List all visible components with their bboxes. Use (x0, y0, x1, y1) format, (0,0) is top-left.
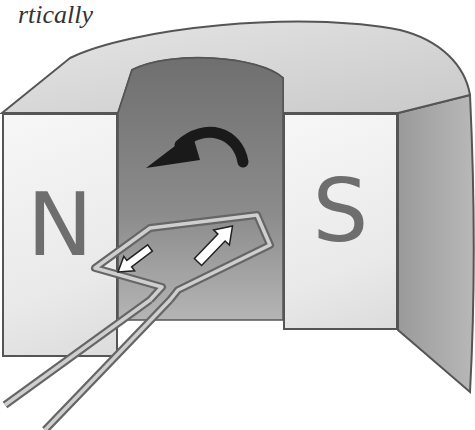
magnet-pole-face: N (2, 113, 118, 357)
current-arrow (194, 226, 232, 266)
wire-core (5, 215, 270, 430)
pole-letter: S (313, 167, 369, 255)
wire-outline (5, 215, 270, 430)
rotation-arrow (146, 132, 243, 168)
wire-loop (5, 215, 270, 430)
rotation-arrow-body (180, 132, 243, 162)
rotation-arrow-head (146, 133, 200, 168)
current-arrow (118, 245, 152, 272)
magnet-side-face (398, 95, 474, 392)
magnet-pole-face: S (283, 113, 398, 330)
handwritten-note: rtically (18, 2, 93, 28)
pole-letter: N (27, 181, 93, 269)
magnet-inner-gap (118, 58, 283, 320)
